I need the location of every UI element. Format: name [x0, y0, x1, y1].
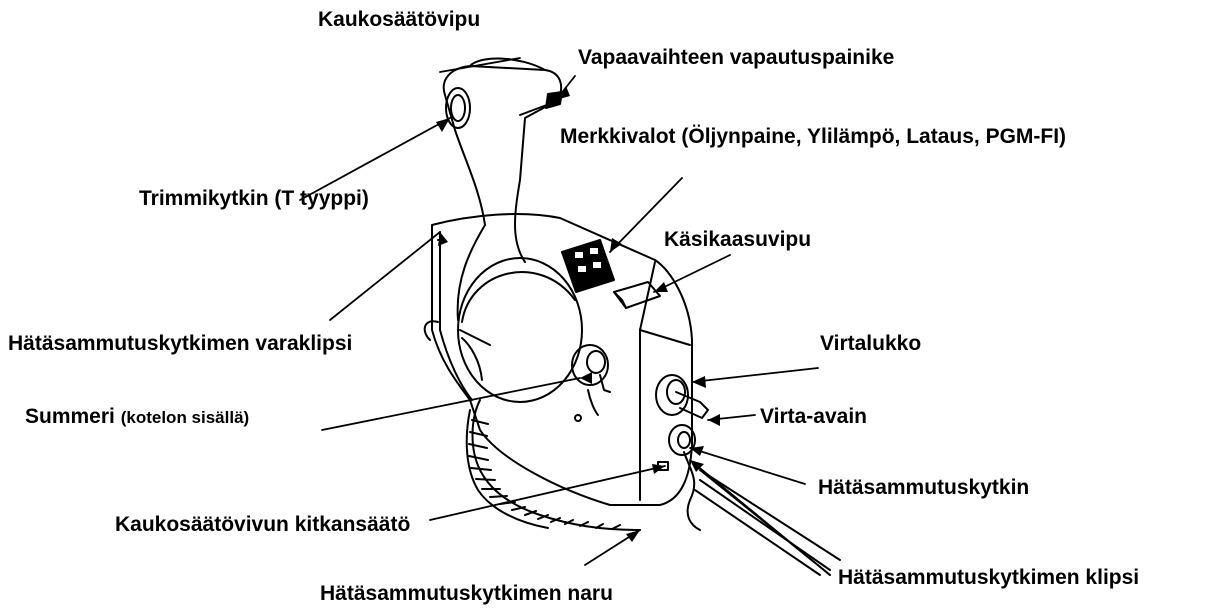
arrow-fast-idle: [654, 282, 668, 292]
emergency-stop-lanyard-coil: [425, 321, 640, 530]
label-trim-switch: Trimmikytkin (T tyyppi): [139, 188, 369, 209]
label-neutral-release-button: Vapaavaihteen vapautuspainike: [578, 47, 894, 68]
arrow-trim-switch: [436, 118, 450, 132]
label-remote-control-lever: Kaukosäätövipu: [318, 9, 480, 30]
leader-emergency-clip-b: [700, 470, 830, 575]
leader-friction-adjuster: [430, 466, 665, 520]
label-ignition-key: Virta-avain: [760, 406, 867, 427]
arrow-lanyard: [626, 530, 640, 542]
leader-emergency-stop: [690, 448, 805, 484]
indicator-lights-panel: [562, 240, 614, 292]
label-buzzer-note: (kotelon sisällä): [121, 408, 249, 427]
arrow-indicator-lights: [610, 238, 622, 252]
leader-ignition-switch: [692, 368, 818, 382]
arrowheads: [436, 86, 720, 542]
control-box-body: [432, 214, 692, 505]
label-spare-clip: Hätäsammutuskytkimen varaklipsi: [8, 333, 352, 354]
label-friction-adjuster: Kaukosäätövivun kitkansäätö: [115, 514, 410, 535]
leader-spare-clip: [330, 232, 440, 320]
fast-idle-lever: [614, 282, 660, 308]
label-buzzer-name: Summeri: [25, 405, 115, 428]
arrow-ignition-key: [708, 414, 720, 426]
label-ignition-switch: Virtalukko: [820, 333, 921, 354]
label-emergency-stop-clip: Hätäsammutuskytkimen klipsi: [838, 567, 1139, 588]
emergency-stop-switch: [669, 425, 700, 530]
label-fast-idle-lever: Käsikaasuvipu: [664, 229, 811, 250]
remote-control-lever: [444, 59, 582, 402]
label-indicator-lights: Merkkivalot (Öljynpaine, Ylilämpö, Latau…: [560, 126, 1066, 147]
arrow-ignition-switch: [692, 376, 706, 388]
label-buzzer: Summeri (kotelon sisällä): [25, 406, 249, 427]
leader-buzzer: [322, 378, 580, 430]
label-emergency-stop-lanyard: Hätäsammutuskytkimen naru: [320, 583, 613, 604]
label-emergency-stop-switch: Hätäsammutuskytkin: [818, 477, 1029, 498]
